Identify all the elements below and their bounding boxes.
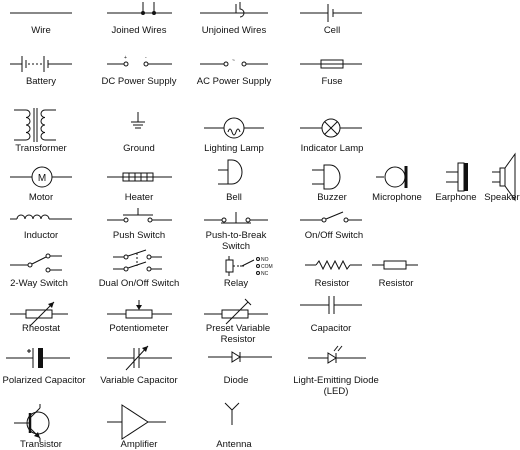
potentiometer-label: Potentiometer (109, 323, 169, 334)
amplifier-symbol (107, 404, 166, 440)
antenna-symbol (224, 402, 240, 425)
relay-symbol: NO COM NC (225, 256, 273, 277)
ground-symbol (131, 112, 145, 129)
inductor-symbol (10, 214, 72, 220)
preset-variable-resistor-symbol (204, 298, 268, 325)
relay-no-label: NO (261, 257, 269, 263)
fuse-label: Fuse (321, 76, 343, 87)
resistor-box-symbol (372, 260, 418, 270)
indicator-lamp-symbol (300, 118, 362, 138)
speaker-symbol (492, 152, 516, 202)
two-way-switch-label: 2-Way Switch (10, 278, 68, 289)
ground-label: Ground (123, 143, 155, 154)
battery-symbol (10, 56, 72, 72)
transformer-symbol (14, 108, 56, 142)
lighting-lamp-symbol (204, 117, 264, 139)
earphone-symbol (446, 162, 468, 192)
relay-nc-label: NC (261, 271, 269, 277)
led-label: Light-Emitting Diode (LED) (293, 375, 379, 397)
resistor-zigzag-symbol (305, 259, 362, 271)
two-way-switch-symbol (10, 253, 62, 273)
speaker-label: Speaker (484, 192, 520, 203)
ac-supply-symbol: ~ (200, 58, 268, 67)
amplifier-label: Amplifier (120, 439, 158, 450)
relay-label: Relay (223, 278, 249, 289)
supply-plus-sign: + (124, 55, 127, 61)
microphone-label: Microphone (372, 192, 422, 203)
lighting-lamp-label: Lighting Lamp (204, 143, 264, 154)
push-switch-symbol (107, 208, 172, 223)
polarized-capacitor-label: Polarized Capacitor (2, 375, 86, 386)
wire-label: Wire (31, 25, 51, 36)
motor-label: Motor (28, 192, 54, 203)
motor-symbol: M (10, 166, 72, 188)
transistor-symbol (14, 404, 50, 442)
heater-symbol (107, 172, 172, 182)
push-switch-label: Push Switch (112, 230, 166, 241)
fuse-symbol (300, 59, 362, 69)
on-off-switch-label: On/Off Switch (304, 230, 364, 241)
bell-label: Bell (226, 192, 242, 203)
cell-label: Cell (323, 25, 341, 36)
indicator-lamp-label: Indicator Lamp (300, 143, 364, 154)
resistor-box-label: Resistor (378, 278, 414, 289)
dual-on-off-switch-label: Dual On/Off Switch (98, 278, 180, 289)
heater-label: Heater (124, 192, 154, 203)
led-symbol (308, 345, 366, 364)
joined-wires-symbol (107, 2, 172, 15)
microphone-symbol (376, 166, 408, 188)
inductor-label: Inductor (23, 230, 59, 241)
ac-tilde-sign: ~ (232, 58, 235, 64)
push-to-break-switch-label: Push-to-Break Switch (205, 230, 267, 252)
joined-wires-label: Joined Wires (111, 25, 167, 36)
push-to-break-switch-symbol (204, 212, 268, 224)
on-off-switch-symbol (300, 211, 362, 223)
diode-symbol (208, 351, 272, 363)
preset-variable-resistor-label: Preset Variable Resistor (205, 323, 271, 345)
rheostat-label: Rheostat (21, 323, 61, 334)
capacitor-symbol (300, 296, 362, 314)
cell-symbol (300, 4, 362, 22)
polarized-capacitor-symbol (6, 348, 70, 368)
bell-symbol (218, 159, 243, 185)
rheostat-symbol (10, 301, 68, 327)
earphone-label: Earphone (435, 192, 477, 203)
unjoined-wires-label: Unjoined Wires (201, 25, 267, 36)
transformer-label: Transformer (15, 143, 67, 154)
potentiometer-symbol (107, 300, 172, 319)
variable-capacitor-symbol (107, 345, 172, 371)
battery-label: Battery (25, 76, 57, 87)
supply-minus-sign: - (145, 55, 147, 61)
variable-capacitor-label: Variable Capacitor (100, 375, 178, 386)
relay-com-label: COM (261, 264, 273, 270)
dual-on-off-switch-symbol (113, 249, 162, 272)
dc-supply-symbol: + - (107, 55, 172, 67)
capacitor-label: Capacitor (310, 323, 352, 334)
unjoined-wires-symbol (200, 2, 268, 18)
transistor-label: Transistor (20, 439, 62, 450)
antenna-label: Antenna (216, 439, 252, 450)
buzzer-symbol (312, 164, 341, 190)
dc-power-supply-label: DC Power Supply (101, 76, 177, 87)
buzzer-label: Buzzer (317, 192, 347, 203)
motor-letter: M (38, 173, 46, 184)
diode-label: Diode (223, 375, 249, 386)
resistor-zigzag-label: Resistor (314, 278, 350, 289)
ac-power-supply-label: AC Power Supply (196, 76, 272, 87)
